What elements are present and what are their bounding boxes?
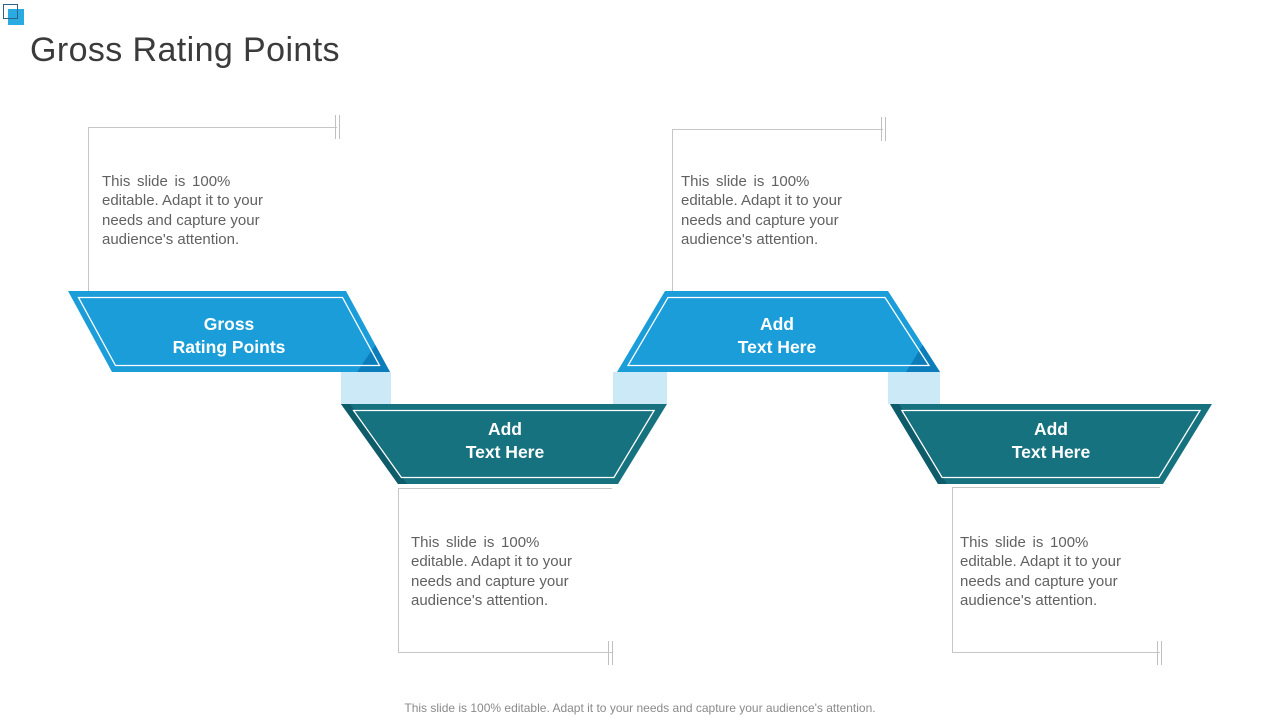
callout-line: This slide is 100% [102, 173, 231, 190]
banner-1-body[interactable] [68, 291, 390, 372]
callout-line: needs and capture your [411, 572, 569, 590]
footer-note: This slide is 100% editable. Adapt it to… [404, 701, 876, 715]
callout-line: editable. Adapt it to your [102, 192, 263, 210]
corner-tick [1160, 641, 1162, 665]
callout-text-top-right[interactable]: This slide is 100% editable. Adapt it to… [681, 172, 865, 250]
fold-connector-2 [613, 372, 667, 404]
banner-4-shape[interactable] [890, 404, 1212, 484]
banner-3-label[interactable]: Add Text Here [385, 418, 625, 464]
banner-1-label-line1: Gross [203, 314, 255, 334]
callout-box-top-left [88, 127, 337, 293]
callout-line: This slide is 100% [960, 534, 1089, 551]
banner-3-shape[interactable] [341, 404, 667, 484]
callout-box-bottom-right [952, 487, 1160, 653]
banner-2-label-line1: Add [759, 314, 795, 334]
callout-line: needs and capture your [102, 211, 260, 229]
banner-1-label-line2: Rating Points [172, 337, 286, 357]
fold-connector-1 [341, 372, 391, 404]
banner-3-label-line1: Add [487, 419, 523, 439]
banner-3-inset-line [352, 409, 656, 479]
corner-tick [338, 115, 340, 139]
banner-3-fold-shadow [341, 404, 407, 484]
banner-3-label-line2: Text Here [465, 442, 545, 462]
callout-line: editable. Adapt it to your [960, 553, 1121, 571]
logo-filled-square [8, 9, 24, 25]
banner-3-body[interactable] [341, 404, 667, 484]
callout-line: editable. Adapt it to your [411, 553, 572, 571]
banner-2-shape[interactable] [617, 291, 940, 372]
callout-line: audience's attention. [102, 231, 240, 249]
banner-4-body[interactable] [890, 404, 1212, 484]
banner-4-inset-line [900, 409, 1202, 479]
callout-box-bottom-left [398, 488, 612, 653]
banner-2-inset-line [626, 296, 931, 367]
corner-tick [611, 641, 613, 665]
banner-2-label-line2: Text Here [737, 337, 817, 357]
callout-line: audience's attention. [681, 231, 819, 249]
callout-line: audience's attention. [411, 592, 549, 610]
callout-line: audience's attention. [960, 592, 1098, 610]
banner-4-fold-shadow [890, 404, 947, 484]
banner-4-label[interactable]: Add Text Here [931, 418, 1171, 464]
fold-connector-3 [888, 372, 940, 404]
callout-text-top-left[interactable]: This slide is 100% editable. Adapt it to… [102, 172, 286, 250]
callout-text-bottom-left[interactable]: This slide is 100% editable. Adapt it to… [411, 533, 595, 611]
callout-line: needs and capture your [681, 211, 839, 229]
banner-4-label-line1: Add [1033, 419, 1069, 439]
logo-outline-square [3, 4, 18, 19]
corner-tick [884, 117, 886, 141]
banner-2-body[interactable] [617, 291, 940, 372]
corner-tick [881, 117, 882, 141]
banner-2-label[interactable]: Add Text Here [657, 313, 897, 359]
corner-tick [1157, 641, 1158, 665]
callout-line: needs and capture your [960, 572, 1118, 590]
corner-tick [335, 115, 336, 139]
callout-line: This slide is 100% [681, 173, 810, 190]
banner-1-label[interactable]: Gross Rating Points [109, 313, 349, 359]
callout-text-bottom-right[interactable]: This slide is 100% editable. Adapt it to… [960, 533, 1144, 611]
banner-1-inset-line [77, 296, 381, 367]
banner-1-shape[interactable] [68, 291, 390, 372]
callout-line: This slide is 100% [411, 534, 540, 551]
banner-4-label-line2: Text Here [1011, 442, 1091, 462]
callout-line: editable. Adapt it to your [681, 192, 842, 210]
page-title[interactable]: Gross Rating Points [30, 31, 340, 69]
callout-box-top-right [672, 129, 883, 300]
corner-tick [608, 641, 609, 665]
